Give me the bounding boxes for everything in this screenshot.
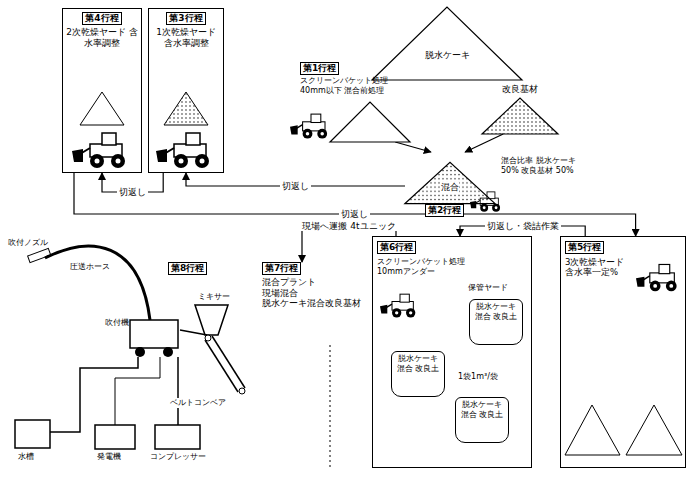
step-note: 第8行程 [168,262,218,278]
node-text: 3次乾燥ヤード 含水率一定% [565,257,633,277]
roller [239,388,245,394]
pile-node: 第1行程スクリーンバケット処理 40mm以下 混合前処理 [300,62,412,142]
wheel [163,347,173,357]
step-label: 第3行程 [166,12,205,25]
node-text: 混合プラント [262,277,362,288]
node-text: 脱水ケーキ 混合 改良土 [394,354,442,373]
wheel [135,347,145,357]
pile-node: 脱水ケーキ [372,6,522,80]
part-label: 保管ヤード [468,283,508,293]
flow-arrow [395,142,431,152]
bag: 脱水ケーキ 混合 改良土 [455,397,509,443]
step-label: 第7行程 [262,262,301,275]
pile [164,92,208,125]
part-label: 圧送ホース [70,262,110,272]
loader-icon [72,133,125,168]
part-label: 発電機 [97,452,121,462]
edge-label: 切返し [280,181,311,192]
water-tank [15,420,50,448]
plant-note: 第7行程混合プラント現場混合脱水ケーキ混合改良基材 [262,262,362,322]
process-box: 第4行程 2次乾燥ヤード 含水率調整 [62,8,142,173]
spray-machine [130,320,178,348]
loader-icon [290,114,327,139]
node-text: 脱水ケーキ混合改良基材 [262,298,362,309]
part-label: ベルトコンベア [170,398,226,408]
edge-label: 現場へ運搬 4tユニック [300,221,397,232]
chute [180,330,207,335]
edge-label: 切返し [117,187,148,198]
bag: 脱水ケーキ 混合 改良土 [391,351,445,397]
pile [626,405,682,455]
step-label: 第6行程 [377,241,416,254]
node-text: スクリーンバケット処理 10mmアンダー [377,257,477,276]
pile-outline [372,6,522,80]
water-pipe [50,357,138,432]
node-text: 2次乾燥ヤード 含水率調整 [66,27,138,49]
node-text: 改良基材 [478,84,562,95]
roller [205,335,211,341]
step-label: 第1行程 [300,62,339,75]
pile-shape [330,102,410,142]
pile-shape [482,98,558,134]
node-text: スクリーンバケット処理 40mm以下 混合前処理 [300,76,412,95]
generator [95,425,135,449]
flow-arrow [74,173,636,236]
node-text: 混合 [441,182,459,193]
part-label: 水槽 [18,452,34,462]
separator-line [330,345,331,470]
pile [565,405,620,455]
pile-shape [372,7,522,80]
air-hose [177,357,179,425]
step-label: 第8行程 [168,262,207,275]
pile-node: 混合第2行程 混合比率 脱水ケーキ 50% 改良基材 50% [405,152,577,220]
step-label: 第2行程 [425,204,464,217]
edge-label: 切返し・袋詰作業 [485,221,561,232]
part-label: 吹付機 [105,318,129,328]
node-text: 現場混合 [262,288,362,299]
part-label: 1袋1m³/袋 [458,372,498,382]
pile [80,92,124,125]
flow-arrow [465,134,503,152]
loader-icon [156,133,209,168]
power-cable [115,357,160,425]
edge-label: 切返し [339,209,370,220]
loader-icon [380,294,415,317]
node-text: 混合比率 脱水ケーキ 50% 改良基材 50% [501,156,577,175]
node-text: 脱水ケーキ 混合 改良土 [458,400,506,419]
pile-node: 改良基材 [478,84,562,134]
node-text: 脱水ケーキ [407,50,487,61]
mixer [195,305,228,335]
loader-icon [636,264,677,291]
part-label: コンプレッサー [150,452,206,462]
part-label: 吹付ノズル [8,238,48,248]
step-label: 第5行程 [565,241,604,254]
node-text: 脱水ケーキ 混合 改良土 [472,302,520,321]
yard-panel: 第6行程スクリーンバケット処理 10mmアンダー脱水ケーキ 混合 改良土脱水ケー… [372,236,532,468]
node-text: 1次乾燥ヤード 含水率調整 [152,27,220,49]
step-label: 第4行程 [82,12,121,25]
bag: 脱水ケーキ 混合 改良土 [469,299,523,345]
pile-shape [405,162,495,203]
compressor [155,425,200,449]
hose [45,246,150,320]
part-label: ミキサー [198,292,230,302]
yard-panel: 第5行程 3次乾燥ヤード 含水率一定% [560,236,686,468]
conveyor [205,340,238,392]
conveyor [212,336,245,388]
process-box: 第3行程 1次乾燥ヤード 含水率調整 [148,8,224,173]
